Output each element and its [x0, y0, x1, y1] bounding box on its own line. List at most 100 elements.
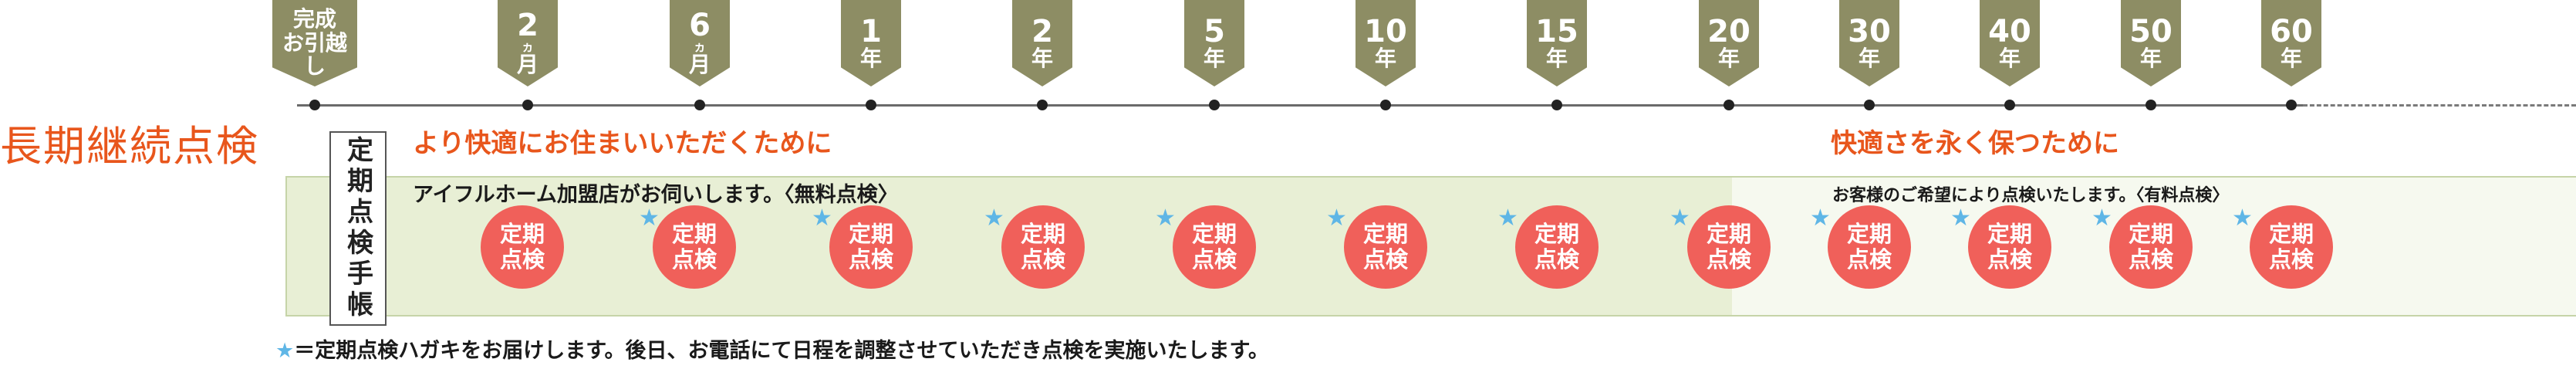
- milestone-30-years: 30 年: [1839, 0, 1899, 86]
- paid-section-heading: 快適さを永く保つために: [1831, 128, 2119, 159]
- page-title: 長期継続点検: [0, 122, 259, 171]
- timeline-dot: [309, 100, 320, 110]
- milestone-2-months: 2 ヵ 月: [498, 0, 558, 86]
- milestone-unit: 年: [1203, 46, 1225, 72]
- circle-label: 定期: [1534, 220, 1579, 247]
- milestone-unit: 年: [1858, 46, 1880, 72]
- milestone-number: 2: [1031, 14, 1053, 50]
- milestone-unit: 年: [1545, 46, 1568, 72]
- inspection-circle: 定期点検: [1515, 205, 1599, 289]
- milestone-2-years: 2 年: [1012, 0, 1072, 86]
- circle-label: 定期: [1362, 220, 1408, 247]
- inspection-circle: 定期点検: [1001, 205, 1085, 289]
- free-section-heading: より快適にお住まいいただくために: [413, 128, 832, 159]
- milestone-number: 60: [2270, 14, 2313, 50]
- milestone-15-years: 15 年: [1527, 0, 1587, 86]
- circle-label: 定期: [848, 220, 893, 247]
- milestone-40-years: 40 年: [1980, 0, 2040, 86]
- milestone-6-months: 6 ヵ 月: [670, 0, 730, 86]
- timeline-line: [297, 104, 2303, 107]
- inspection-booklet: 定期点検手帳: [329, 131, 387, 326]
- milestone-move-in: 完成 お引越し: [272, 0, 357, 86]
- milestone-10-years: 10 年: [1356, 0, 1416, 86]
- footnote-star-icon: ★: [275, 339, 295, 363]
- timeline-dot: [1209, 100, 1220, 110]
- circle-label: 定期: [499, 220, 545, 247]
- circle-label: 点検: [1534, 246, 1579, 273]
- postcard-star-icon: ★: [1497, 205, 1518, 232]
- milestone-number: 5: [1204, 14, 1225, 50]
- postcard-star-icon: ★: [1810, 205, 1831, 232]
- milestone-counter: ヵ: [693, 39, 706, 55]
- postcard-star-icon: ★: [984, 205, 1004, 232]
- milestone-number: 30: [1848, 14, 1891, 50]
- circle-label: 定期: [671, 220, 717, 247]
- timeline-dot: [694, 100, 705, 110]
- milestone-unit: 月: [516, 52, 538, 78]
- milestone-number: 40: [1988, 14, 2031, 50]
- postcard-star-icon: ★: [1326, 205, 1347, 232]
- timeline-dot: [1380, 100, 1391, 110]
- milestone-label: お引越し: [282, 29, 347, 80]
- circle-label: 定期: [1987, 220, 2032, 247]
- circle-label: 点検: [1846, 246, 1892, 273]
- circle-label: 定期: [1706, 220, 1751, 247]
- circle-label: 点検: [671, 246, 717, 273]
- postcard-star-icon: ★: [639, 205, 660, 232]
- postcard-star-icon: ★: [2092, 205, 2112, 232]
- postcard-star-icon: ★: [2232, 205, 2253, 232]
- postcard-star-icon: ★: [812, 205, 832, 232]
- milestone-unit: 月: [688, 52, 711, 78]
- milestone-unit: 年: [1031, 46, 1053, 72]
- timeline-dot: [2146, 100, 2156, 110]
- footnote: ★＝定期点検ハガキをお届けします。後日、お電話にて日程を調整させていただき点検を…: [275, 333, 1269, 364]
- timeline-dot: [1724, 100, 1734, 110]
- postcard-star-icon: ★: [1950, 205, 1971, 232]
- timeline-line-dashed: [2303, 104, 2576, 107]
- milestone-unit: 年: [1374, 46, 1396, 72]
- milestone-number: 50: [2129, 14, 2173, 50]
- milestone-unit: 年: [1998, 46, 2021, 72]
- milestone-number: 10: [1364, 14, 1407, 50]
- circle-label: 定期: [1020, 220, 1065, 247]
- postcard-star-icon: ★: [1155, 205, 1176, 232]
- timeline-dot: [1037, 100, 1048, 110]
- milestone-counter: ヵ: [521, 39, 534, 55]
- circle-label: 点検: [1706, 246, 1751, 273]
- timeline-dot: [2004, 100, 2015, 110]
- inspection-circle: 定期点検: [481, 205, 564, 289]
- inspection-circle: 定期点検: [653, 205, 736, 289]
- circle-label: 点検: [1191, 246, 1237, 273]
- milestone-60-years: 60 年: [2261, 0, 2321, 86]
- circle-label: 定期: [2268, 220, 2314, 247]
- circle-label: 点検: [848, 246, 893, 273]
- postcard-star-icon: ★: [1670, 205, 1690, 232]
- milestone-number: 6: [689, 8, 711, 44]
- milestone-number: 15: [1535, 14, 1578, 50]
- milestone-1-year: 1 年: [841, 0, 901, 86]
- inspection-circle: 定期点検: [1344, 205, 1427, 289]
- milestone-unit: 年: [1717, 46, 1740, 72]
- milestone-unit: 年: [2139, 46, 2162, 72]
- circle-label: 点検: [2128, 246, 2173, 273]
- circle-label: 定期: [1191, 220, 1237, 247]
- free-inspection-note: アイフルホーム加盟店がお伺いします。〈無料点検〉: [413, 183, 899, 207]
- paid-inspection-note: お客様のご希望により点検いたします。〈有料点検〉: [1832, 186, 2230, 205]
- milestone-50-years: 50 年: [2121, 0, 2181, 86]
- circle-label: 定期: [1846, 220, 1892, 247]
- timeline-dot: [866, 100, 876, 110]
- circle-label: 点検: [1987, 246, 2032, 273]
- milestone-label: 完成: [292, 5, 336, 32]
- inspection-circle: 定期点検: [1173, 205, 1256, 289]
- timeline-dot: [2286, 100, 2297, 110]
- milestone-20-years: 20 年: [1699, 0, 1759, 86]
- milestone-5-years: 5 年: [1184, 0, 1244, 86]
- circle-label: 定期: [2128, 220, 2173, 247]
- inspection-circle: 定期点検: [2250, 205, 2333, 289]
- inspection-circle: 定期点検: [1968, 205, 2051, 289]
- milestone-unit: 年: [2280, 46, 2302, 72]
- booklet-label: 定期点検手帳: [342, 136, 373, 321]
- timeline-dot: [1864, 100, 1875, 110]
- milestone-number: 1: [860, 14, 882, 50]
- inspection-circle: 定期点検: [1828, 205, 1911, 289]
